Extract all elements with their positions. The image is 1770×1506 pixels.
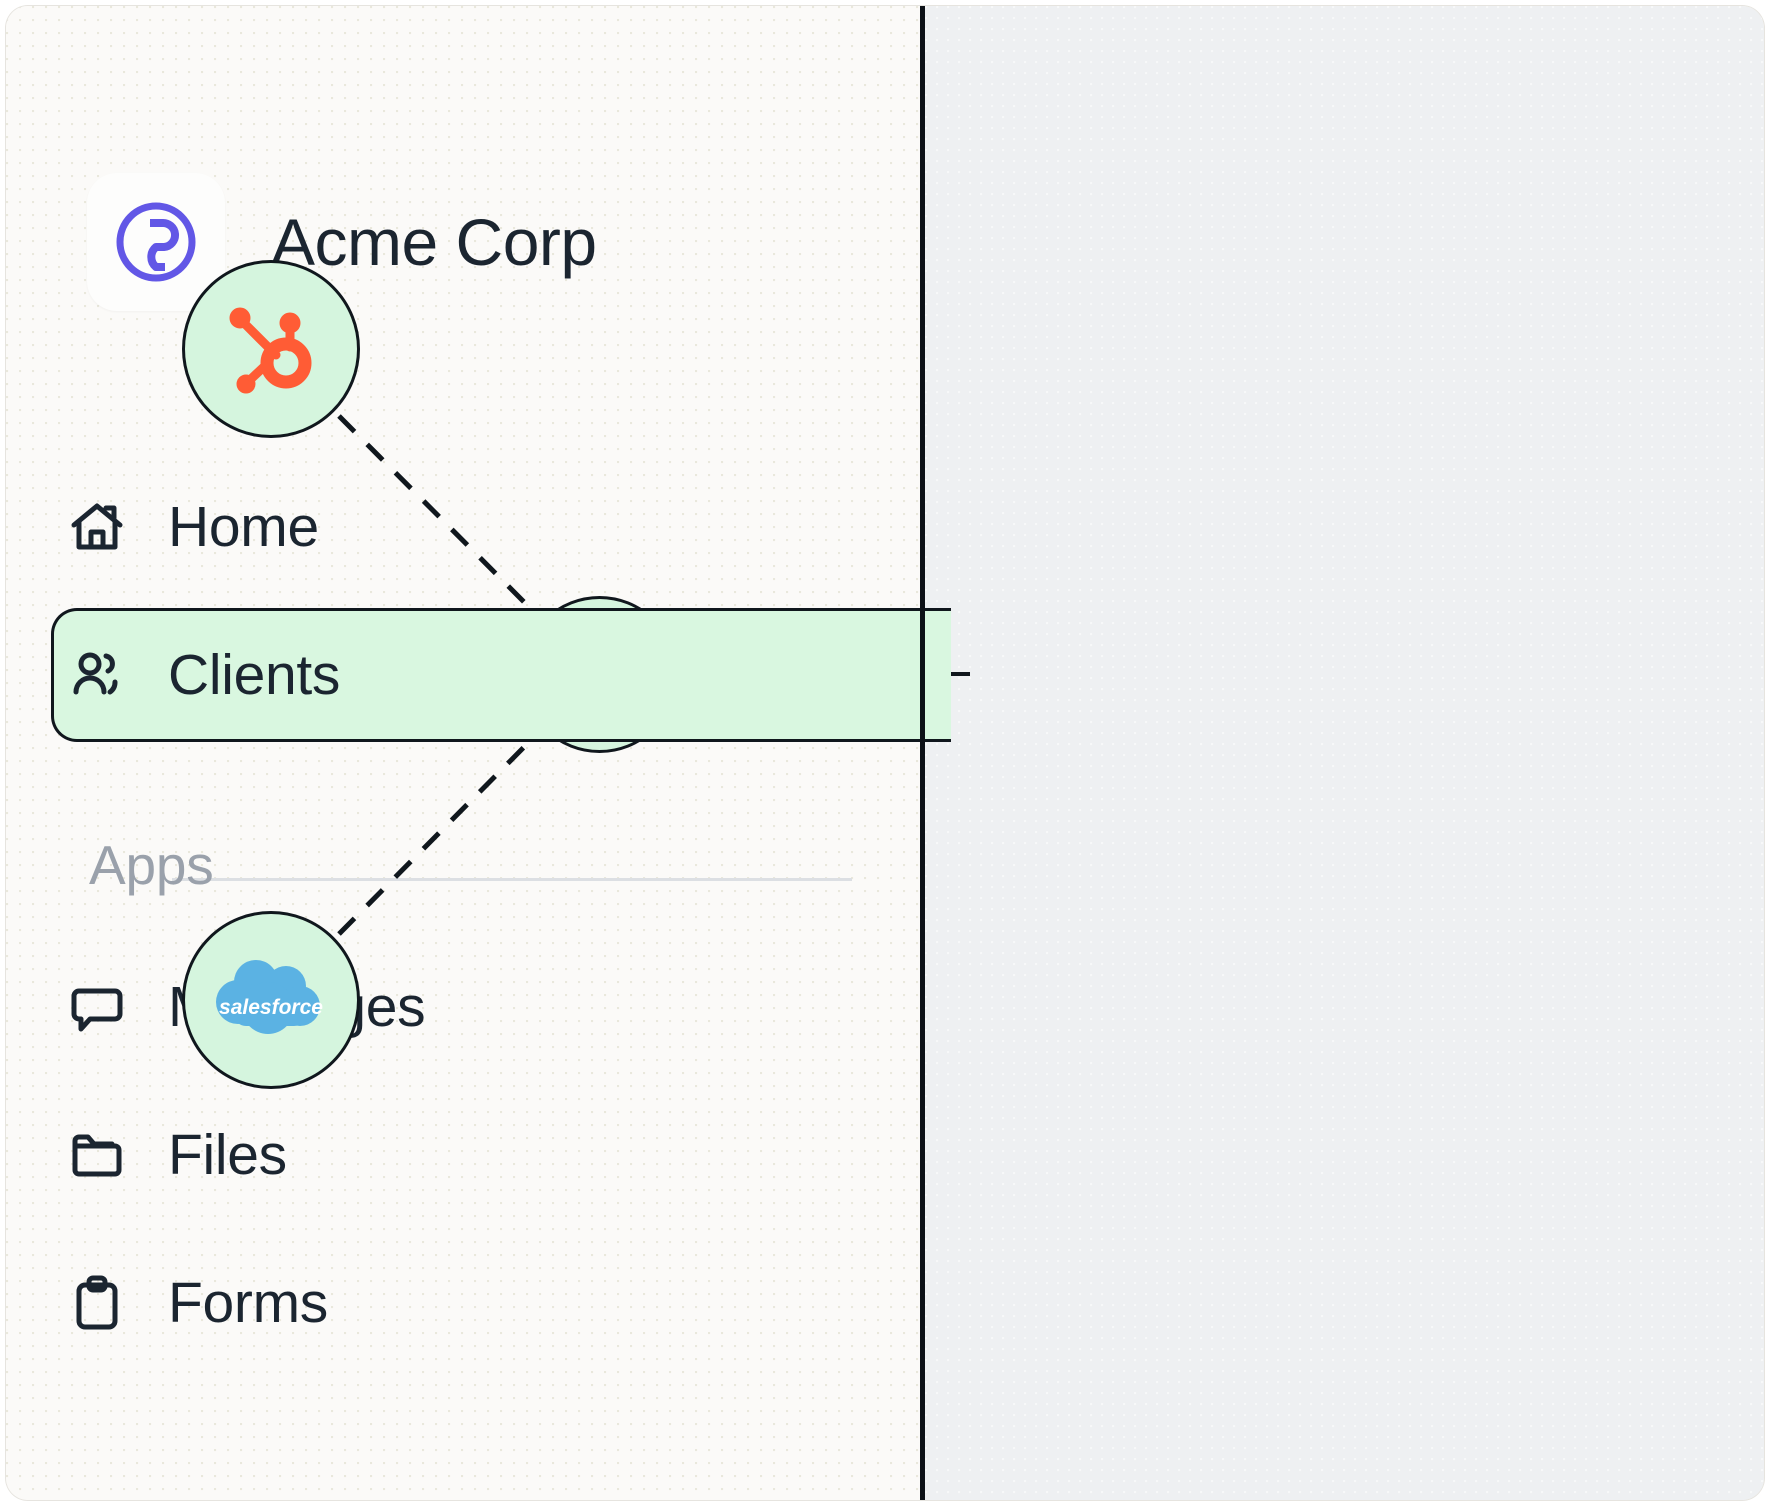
workspace-logo-tile [87,173,225,311]
home-icon [66,496,128,558]
salesforce-wordmark: salesforce [219,996,323,1019]
node-hubspot[interactable] [182,260,360,438]
hubspot-logo-icon [229,307,312,394]
workspace-name: Acme Corp [271,205,597,279]
sidebar-section-divider [172,878,852,881]
sidebar-item-clients-label: Clients [168,642,341,707]
sidebar-item-clients[interactable]: Clients [51,608,951,742]
app-frame: salesforce Acme Corp [6,6,1764,1500]
message-bubble-icon [66,976,128,1038]
users-icon [66,644,128,706]
sidebar-item-forms-label: Forms [168,1270,328,1335]
panel-divider [920,6,925,1500]
node-salesforce[interactable]: salesforce [182,911,360,1089]
workspace-header[interactable]: Acme Corp [87,173,597,311]
sidebar-item-files-label: Files [168,1122,287,1187]
clipboard-icon [66,1272,128,1334]
sidebar-item-files[interactable]: Files [66,1109,287,1201]
acme-circular-mark-icon [116,202,196,282]
sidebar-item-home[interactable]: Home [66,481,319,573]
sidebar-item-forms[interactable]: Forms [66,1257,328,1349]
salesforce-cloud-icon: salesforce [216,960,323,1034]
folder-icon [66,1124,128,1186]
sidebar-item-home-label: Home [168,494,319,559]
sidebar-section-label-apps: Apps [89,834,214,896]
sidebar-panel [925,6,1764,1500]
